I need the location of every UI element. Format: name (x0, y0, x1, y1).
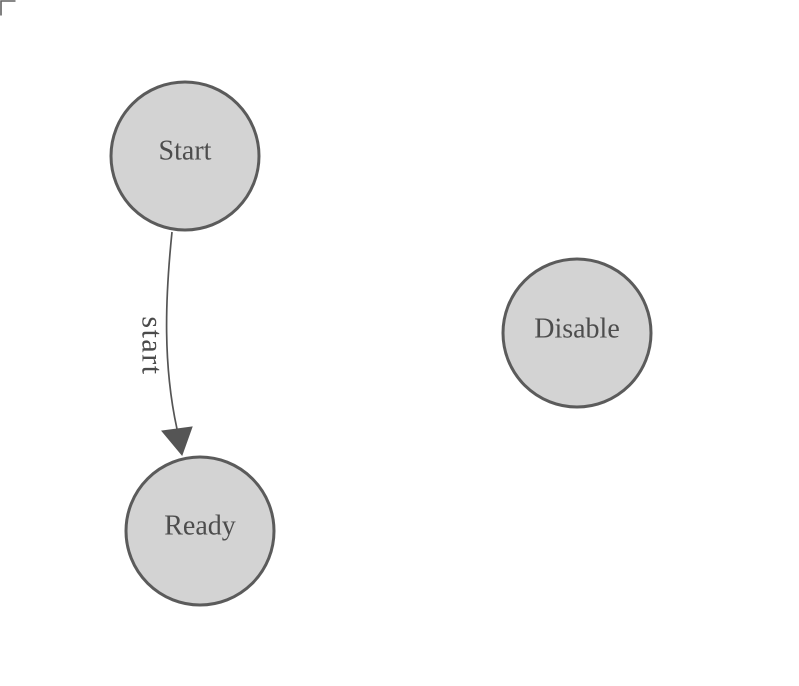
state-circle-ready[interactable] (124, 455, 276, 607)
state-node-ready[interactable]: Ready (124, 455, 276, 607)
edge-path[interactable] (165, 231, 178, 430)
state-circle-start[interactable] (109, 80, 261, 232)
state-node-start[interactable]: Start (109, 80, 261, 232)
transition-edge-start-to-ready[interactable]: start (136, 231, 193, 456)
transition-label[interactable]: start (136, 316, 169, 375)
state-node-disable[interactable]: Disable (501, 257, 653, 409)
arrowhead-icon (161, 426, 193, 456)
state-circle-disable[interactable] (501, 257, 653, 409)
canvas-corner-icon (0, 0, 16, 16)
